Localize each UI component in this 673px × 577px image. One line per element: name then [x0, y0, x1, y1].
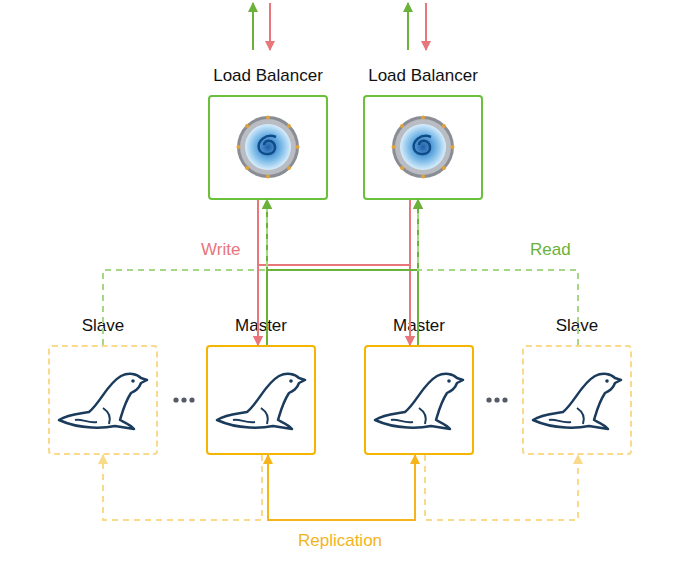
client-read-arrow: [252, 3, 254, 50]
master-db-box: Master: [206, 345, 316, 455]
connector: [267, 200, 418, 345]
connector: [103, 455, 262, 520]
database-icon: [533, 374, 621, 429]
slave-db-box: Slave: [48, 345, 158, 455]
connector: [103, 200, 267, 345]
load-balancer-icon: [237, 116, 300, 179]
master-db-box: Master: [364, 345, 474, 455]
client-read-arrow: [407, 3, 409, 50]
connector: [257, 200, 259, 345]
load-balancer-box: Load Balancer: [363, 95, 483, 200]
database-icon: [59, 374, 147, 429]
node-heading: Load Balancer: [213, 66, 323, 86]
connector: [266, 200, 268, 345]
connector: [268, 455, 415, 520]
node-heading: Master: [393, 316, 445, 336]
node-heading: Load Balancer: [368, 66, 478, 86]
client-write-arrow: [269, 3, 271, 50]
database-icon: [217, 374, 305, 429]
database-icon: [375, 374, 463, 429]
connector: [425, 455, 578, 520]
connector: [409, 200, 411, 345]
connector: [267, 200, 418, 345]
slave-db-box: Slave: [522, 345, 632, 455]
node-heading: Slave: [82, 316, 125, 336]
edge-label: Write: [201, 240, 240, 260]
connector: [258, 200, 410, 345]
node-heading: Slave: [556, 316, 599, 336]
node-heading: Master: [235, 316, 287, 336]
ellipsis-dots: [173, 397, 507, 402]
load-balancer-box: Load Balancer: [208, 95, 328, 200]
connector: [417, 200, 419, 345]
connector: [418, 200, 578, 345]
connector: [258, 200, 410, 345]
edge-label: Replication: [298, 531, 382, 551]
load-balancer-icon: [392, 116, 455, 179]
edge-label: Read: [530, 240, 571, 260]
client-write-arrow: [425, 3, 427, 50]
